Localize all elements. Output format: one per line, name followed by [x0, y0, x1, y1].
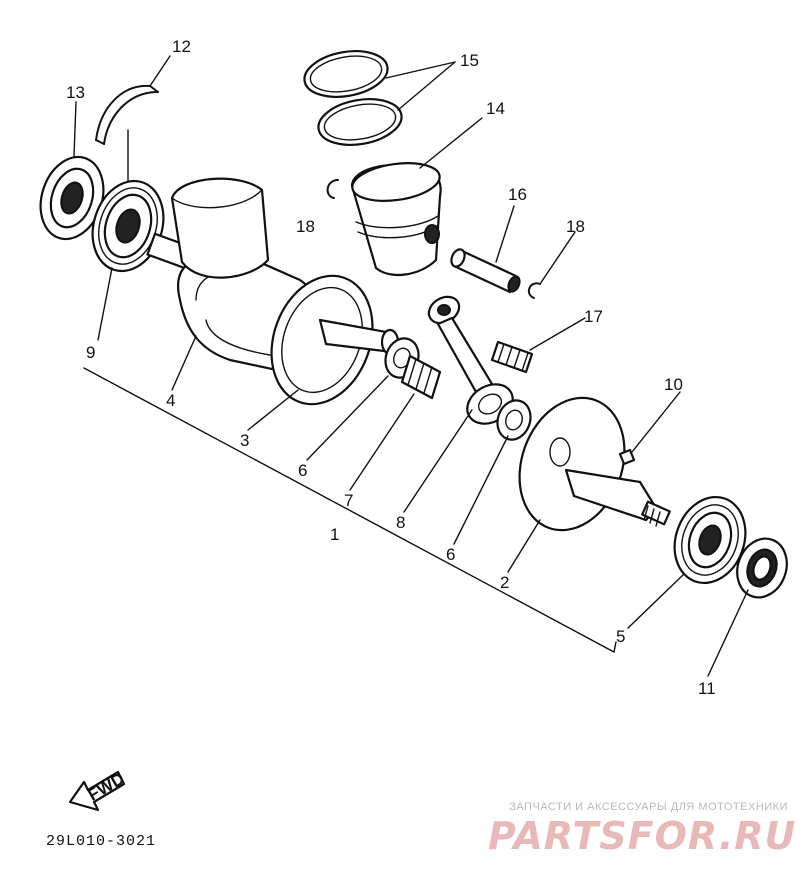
label-11: 11 [698, 679, 716, 698]
label-16: 16 [508, 185, 527, 204]
watermark-brand-logo: PARTSFOR.RU [488, 814, 797, 858]
part-labels: 12 13 15 14 16 18 18 17 9 10 4 3 6 7 8 1… [66, 37, 716, 698]
part-12-clip [95, 84, 159, 145]
part-17-needle-bearing [490, 340, 534, 374]
part-14-piston [350, 162, 442, 276]
label-14: 14 [486, 99, 505, 118]
label-9: 9 [86, 343, 95, 362]
watermark-tagline: ЗАПЧАСТИ И АКСЕССУАРЫ ДЛЯ МОТОТЕХНИКИ [509, 801, 788, 813]
label-1: 1 [330, 525, 339, 544]
label-15: 15 [460, 51, 479, 70]
part-18-clip-right [527, 282, 541, 299]
label-18-right: 18 [566, 217, 585, 236]
cylinder-piston-outline [170, 177, 270, 279]
label-6-left: 6 [298, 461, 307, 480]
label-3: 3 [240, 431, 249, 450]
part-5-bearing [673, 495, 747, 585]
fwd-label: FWD [85, 769, 128, 805]
label-2: 2 [500, 573, 509, 592]
leader-lines [73, 55, 749, 677]
label-6-right: 6 [446, 545, 455, 564]
part-10-woodruff-key [618, 448, 636, 466]
label-18-left: 18 [296, 217, 315, 236]
part-11-oil-seal [736, 537, 788, 599]
fwd-arrow-icon: FWD [68, 769, 128, 812]
label-8: 8 [396, 513, 405, 532]
part-13-oil-seal [39, 155, 105, 241]
part-2-crank-half-right [518, 396, 671, 532]
part-18-clip-left [326, 179, 339, 199]
part-16-piston-pin [450, 248, 521, 294]
part-15-piston-rings [303, 50, 403, 146]
part-3-crank-wheel [270, 274, 400, 406]
label-17: 17 [584, 307, 603, 326]
part-7-big-end-bearing [400, 354, 442, 400]
label-7: 7 [344, 491, 353, 510]
label-13: 13 [66, 83, 85, 102]
label-5: 5 [616, 627, 625, 646]
label-4: 4 [166, 391, 175, 410]
drawing-code: 29L010-3021 [46, 833, 156, 850]
label-12: 12 [172, 37, 191, 56]
label-10: 10 [664, 375, 683, 394]
